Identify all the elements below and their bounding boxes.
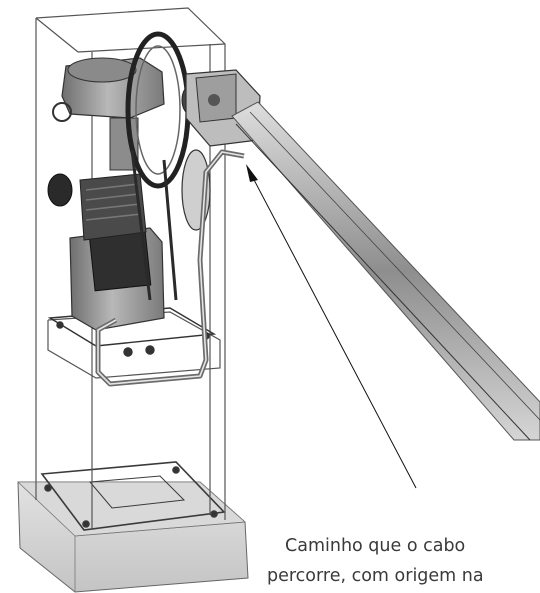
drive-belts xyxy=(130,149,178,301)
boom-rail xyxy=(231,101,540,441)
base-plate xyxy=(40,461,226,531)
lower-motor xyxy=(69,173,165,331)
upper-motor xyxy=(47,57,165,207)
caption-line-2: percorre, com origem na xyxy=(267,566,484,586)
caption-line-1: Caminho que o cabo xyxy=(285,536,466,556)
cable-route-inner xyxy=(97,151,245,385)
concrete-base xyxy=(16,481,249,593)
pointer-arrow xyxy=(246,164,417,489)
